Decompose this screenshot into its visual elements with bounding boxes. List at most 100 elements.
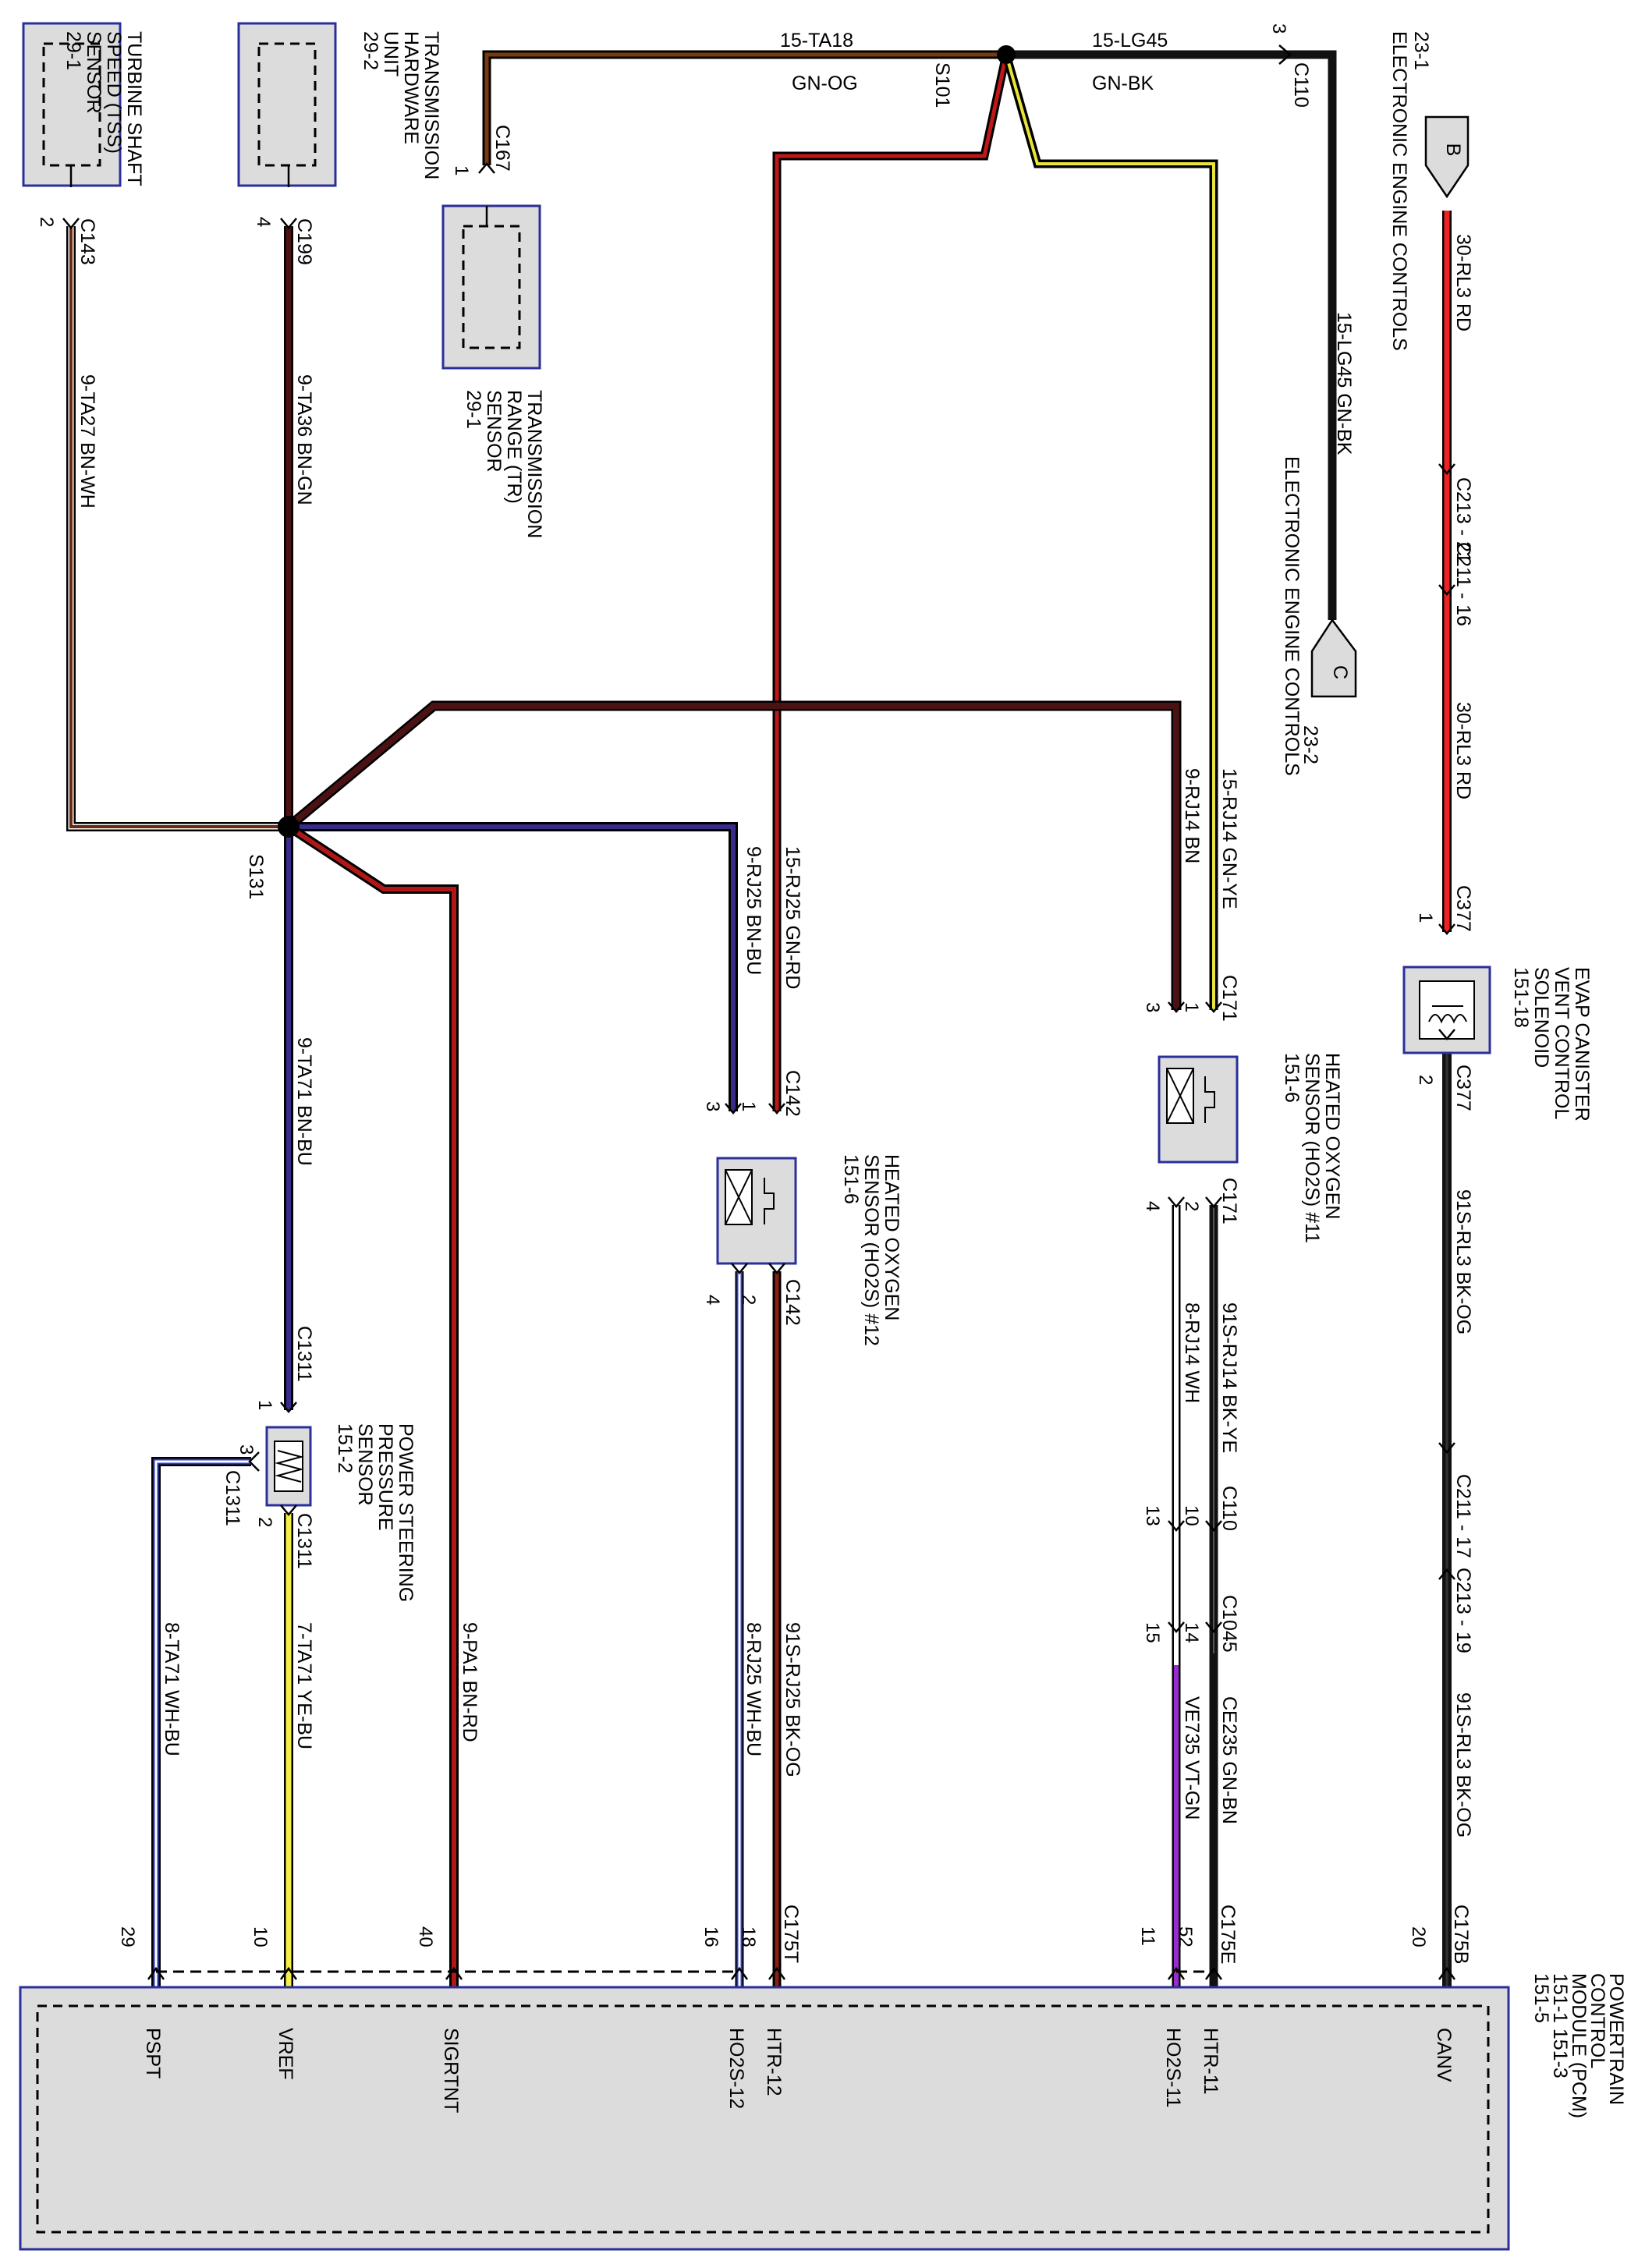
pcm-pin-htr-12: HTR-12 <box>763 2028 785 2096</box>
pcm-pin-pspt: PSPT <box>142 2028 164 2078</box>
pin-number: 1 <box>1181 1002 1202 1012</box>
pin-number: 1 <box>254 1400 275 1410</box>
pcm-pin-chevron <box>1204 1966 1223 1980</box>
svg-text:23-1ELECTRONIC ENGINE CONTROLS: 23-1ELECTRONIC ENGINE CONTROLS <box>1388 31 1432 351</box>
pcm-label: POWERTRAINCONTROLMODULE (PCM)151-1 151-3… <box>1530 1973 1627 2118</box>
wire-layer <box>66 50 1452 1987</box>
pin-number: 2 <box>254 1517 275 1527</box>
pin-number: 4 <box>1142 1201 1163 1211</box>
pcm-pin-canv: CANV <box>1433 2028 1455 2082</box>
connector-chevron <box>1205 1621 1222 1633</box>
connector-label-c142-b: C142 <box>782 1279 803 1326</box>
ho2s11-label: HEATED OXYGENSENSOR (HO2S) #11151-6 <box>1281 1053 1343 1243</box>
connector-chevron <box>1205 1001 1222 1013</box>
wire-label-w-30rl3-a: 30-RL3 RD <box>1452 234 1474 331</box>
svg-text:TURBINE SHAFTSPEED (TSS)SENSOR: TURBINE SHAFTSPEED (TSS)SENSOR29-1 <box>62 31 145 186</box>
c1311-pin3-chevron <box>248 1451 260 1472</box>
pin-number: 1 <box>451 165 472 175</box>
eec-ref-b: B <box>1424 115 1470 199</box>
connector-label-c110: C110 <box>1218 1486 1240 1531</box>
connector-label-c377-b: C377 <box>1452 1065 1474 1111</box>
connector-chevron <box>478 162 495 174</box>
connector-chevron <box>280 218 297 229</box>
connector-chevron <box>62 218 80 229</box>
pcm-pin-number: 16 <box>700 1926 722 1947</box>
pcm-pin-ho2s-12: HO2S-12 <box>725 2028 747 2109</box>
pin-number: 4 <box>702 1295 723 1305</box>
tss-sensor <box>22 22 122 187</box>
pin-number: 2 <box>36 217 57 227</box>
wire-15-ta18 <box>482 50 1006 165</box>
connector-chevron <box>768 1103 785 1115</box>
wire-label-gn-og: GN-OG <box>792 73 858 94</box>
pin-number: 1 <box>1415 913 1436 923</box>
connector-chevron <box>1438 1442 1455 1454</box>
eec-mid-code: 23-2 <box>1299 725 1321 764</box>
ho2s-12-sensor <box>716 1157 797 1265</box>
pcm-pin-htr-11: HTR-11 <box>1200 2028 1221 2095</box>
pcm-connector-label: C175B <box>1450 1905 1472 1964</box>
connector-label-c1311-c: C1311 <box>222 1470 243 1526</box>
connector-label-c213-19: C213 - 19 <box>1452 1568 1474 1653</box>
wire-label-w-7ta71: 7-TA71 YE-BU <box>293 1622 315 1749</box>
psp-label: POWER STEERINGPRESSURESENSOR151-2 <box>334 1423 417 1602</box>
pcm-pin-chevron <box>1167 1966 1186 1980</box>
connector-label-s131: S131 <box>245 854 267 899</box>
ho2s-11-sensor <box>1158 1055 1239 1164</box>
pin-number: 14 <box>1181 1622 1202 1643</box>
connector-chevron <box>1438 923 1455 935</box>
wire-label-gn-bk: GN-BK <box>1092 73 1154 94</box>
pcm-pin-number: 10 <box>250 1926 271 1947</box>
eec-top-label: 23-1ELECTRONIC ENGINE CONTROLS <box>1388 31 1432 351</box>
wire-label-w-9ta36: 9-TA36 BN-GN <box>293 374 315 505</box>
pin-number: 3 <box>1142 1002 1163 1012</box>
wire-label-w-9rj14: 9-RJ14 BN <box>1181 768 1203 863</box>
svg-text:23-2: 23-2 <box>1299 725 1321 764</box>
wire-label-w-9pa1: 9-PA1 BN-RD <box>459 1622 480 1742</box>
pin-number: 2 <box>1415 1075 1436 1085</box>
pcm-pin-chevron <box>1438 1966 1456 1980</box>
connector-chevron <box>1438 1029 1455 1040</box>
connector-label-c211-17: C211 - 17 <box>1452 1474 1474 1558</box>
svg-text:TRANSMISSIONRANGE (TR)SENSOR29: TRANSMISSIONRANGE (TR)SENSOR29-1 <box>463 390 545 538</box>
connector-label-c142-a: C142 <box>782 1070 803 1117</box>
connector-label-c213-21: C213 - 21 <box>1452 477 1474 563</box>
eec-c-letter: C <box>1329 665 1351 679</box>
pcm-pin-vref: VREF <box>275 2028 296 2080</box>
wire-label-15-ta18: 15-TA18 <box>780 30 853 51</box>
connector-chevrons <box>62 44 1456 1980</box>
pcm-pin-ho2s-11: HO2S-11 <box>1162 2028 1184 2107</box>
pin-number: 2 <box>1181 1201 1202 1211</box>
pin-number: 13 <box>1142 1505 1163 1526</box>
connector-label-c1311-b: C1311 <box>293 1513 315 1569</box>
svg-text:POWERTRAINCONTROLMODULE (PCM)1: POWERTRAINCONTROLMODULE (PCM)151-1 151-3… <box>1530 1973 1627 2118</box>
connector-chevron <box>725 1103 742 1115</box>
connector-chevron <box>1205 1196 1222 1208</box>
splice-s131 <box>278 816 300 838</box>
connector-label-c171-b: C171 <box>1218 1178 1240 1224</box>
pcm-pin-chevron <box>147 1966 165 1980</box>
connector-label-c199: C199 <box>293 218 315 265</box>
connector-chevron <box>1168 1001 1185 1013</box>
wire-label-w-9rj25: 9-RJ25 BN-BU <box>743 846 764 975</box>
svg-text:EVAP CANISTERVENT CONTROLSOLEN: EVAP CANISTERVENT CONTROLSOLENOID151-18 <box>1510 967 1593 1122</box>
connector-chevron <box>1205 1520 1222 1532</box>
eec-ref-c: C <box>1310 618 1357 698</box>
connector-label-c167: C167 <box>491 125 513 172</box>
tss-label: TURBINE SHAFTSPEED (TSS)SENSOR29-1 <box>62 31 145 186</box>
splice-s101 <box>997 45 1016 64</box>
pin-number: 1 <box>738 1101 759 1111</box>
pin-number: 2 <box>738 1295 759 1305</box>
connector-label-c1045: C1045 <box>1218 1595 1240 1653</box>
wire-15-rj25 <box>772 53 1011 1111</box>
pin-number: 15 <box>1142 1622 1163 1643</box>
connector-label-c171-a: C171 <box>1218 975 1240 1022</box>
wire-label-w-30rl3-b: 30-RL3 RD <box>1452 702 1474 799</box>
power-steering-pressure-sensor <box>265 1426 312 1507</box>
eec-mid-label: ELECTRONIC ENGINE CONTROLS <box>1281 456 1303 776</box>
tr-label: TRANSMISSIONRANGE (TR)SENSOR29-1 <box>463 390 545 538</box>
eec-b-letter: B <box>1442 144 1464 157</box>
connector-label-c377-a: C377 <box>1452 885 1474 932</box>
